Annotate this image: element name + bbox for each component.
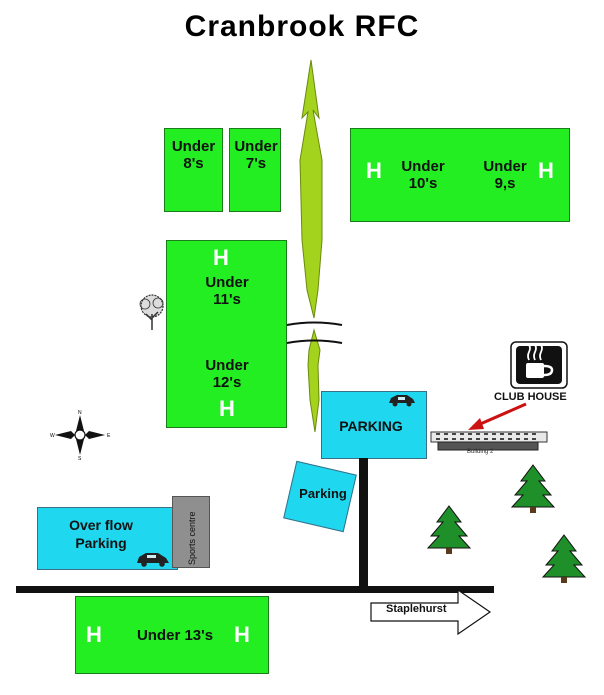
pitch-under-10-9 [350, 128, 570, 222]
staplehurst-arrow-icon [370, 588, 492, 636]
sports-centre [172, 496, 210, 568]
map-title: Cranbrook RFC [184, 10, 420, 43]
goal-marker-under-11: H [213, 245, 229, 270]
goal-marker-under-10: H [366, 158, 382, 183]
pitch-under-12-label: Under 12's [205, 357, 249, 391]
tree-icon [139, 294, 164, 330]
compass-w: W [50, 433, 55, 439]
building-2-label: Building 2 [467, 449, 494, 455]
road-horizontal [16, 586, 494, 593]
pitch-under-8 [164, 128, 223, 212]
compass-n: N [78, 410, 82, 416]
pine-tree-icon [426, 505, 472, 554]
sports-centre-label: Sports centre [187, 511, 197, 565]
car-icon-main-parking [389, 395, 415, 407]
overflow-parking-label: Over flow Parking [69, 517, 133, 551]
pitch-under-9-label: Under 9,s [483, 158, 527, 192]
compass-s: S [78, 456, 82, 462]
pitch-under-10-label: Under 10's [401, 158, 445, 192]
pine-tree-icon [510, 464, 556, 513]
coffee-cup-icon [510, 341, 568, 389]
club-house-label: CLUB HOUSE [494, 391, 567, 403]
pitch-under-7 [229, 128, 281, 212]
goal-marker-under-13-left: H [86, 622, 102, 647]
pine-tree-icon [541, 534, 587, 583]
road-vertical [359, 458, 368, 592]
compass-icon: N S W E [50, 410, 111, 462]
car-icon-overflow [137, 553, 169, 567]
pitch-under-7-label: Under 7's [234, 138, 278, 172]
club-house-arrow-icon [468, 402, 527, 430]
compass-e: E [107, 433, 111, 439]
club-house-building-icon [430, 431, 548, 451]
goal-marker-under-13-right: H [234, 622, 250, 647]
pitch-under-13-label: Under 13's [136, 627, 214, 644]
staplehurst-label: Staplehurst [386, 603, 447, 615]
pitch-under-13 [75, 596, 269, 674]
goal-marker-under-9: H [538, 158, 554, 183]
small-parking-label: Parking [299, 486, 347, 501]
goal-marker-under-12: H [219, 396, 235, 421]
pitch-under-8-label: Under 8's [171, 138, 216, 172]
main-parking-label: PARKING [339, 418, 403, 434]
pitch-under-11-label: Under 11's [205, 274, 249, 308]
pitch-under-11-12 [166, 240, 287, 428]
